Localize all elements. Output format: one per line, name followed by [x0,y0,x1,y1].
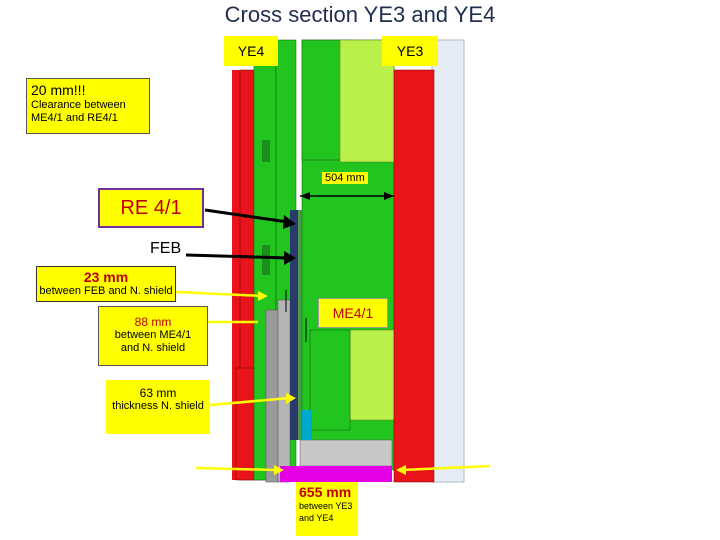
arrow-ye-right-head [396,465,406,475]
thickness-text: thickness N. shield [112,400,204,412]
ye3-label: YE3 [382,36,438,66]
dim-504-label: 504 mm [322,172,368,184]
me-shield-value: 88 mm [134,315,172,329]
feb-shield-text: between FEB and N. shield [39,285,173,297]
ye-gap-value: 655 mm [299,484,352,500]
ye4-label: YE4 [224,36,278,66]
feb-shield-value: 23 mm [83,269,129,285]
feb-shield-note: 23 mm between FEB and N. shield [36,266,176,302]
frame-background [431,39,465,483]
arrow-re41 [204,208,289,224]
arrow-re41-head [283,215,296,229]
ye3-plate [393,69,435,483]
re41-detail [262,140,270,162]
clearance-value: 20 mm!!! [31,82,86,98]
arrow-ye-left [195,466,279,472]
bottom-cyan [302,410,312,440]
feb-strip-2 [298,210,302,440]
me-shield-note: 88 mm between ME4/1 and N. shield [98,306,208,366]
arrow-ye-right [401,464,491,472]
thickness-note: 63 mm thickness N. shield [106,380,210,434]
feb-strip [290,210,298,440]
feb-label: FEB [150,240,182,257]
n-shield-2 [277,299,291,483]
ye-gap-note: 655 mm between YE3 and YE4 [296,482,358,536]
arrow-23mm [175,290,263,298]
me41-label: ME4/1 [318,298,388,328]
dim-504-right-head [384,192,394,200]
n-shield [265,309,279,483]
dim-504-left-head [300,192,310,200]
ye-gap-text: between YE3 and YE4 [299,501,353,523]
arrow-23mm-head [258,291,268,301]
bottom-plate [299,439,393,467]
ye-gap-bar [280,466,392,482]
thickness-value: 63 mm [139,386,177,400]
arrow-feb-head [284,251,296,265]
ye4-plate-outer [232,70,240,480]
me41-light-block-2 [349,329,395,421]
arrow-63mm-head [286,393,296,404]
yellow-arrows [175,290,491,472]
me41-lower [309,329,351,431]
re41-detail-2 [262,245,270,275]
re41-label: RE 4/1 [98,188,204,228]
page-title: Cross section YE3 and YE4 [224,2,496,27]
arrows [185,208,289,260]
arrow-63mm [209,396,291,407]
clearance-note: 20 mm!!! Clearance between ME4/1 and RE4… [26,78,150,134]
arrow-ye-left-head [274,465,284,475]
arrow-feb [185,253,289,260]
clearance-text: Clearance between ME4/1 and RE4/1 [31,99,126,124]
me-shield-text: between ME4/1 and N. shield [114,329,192,354]
